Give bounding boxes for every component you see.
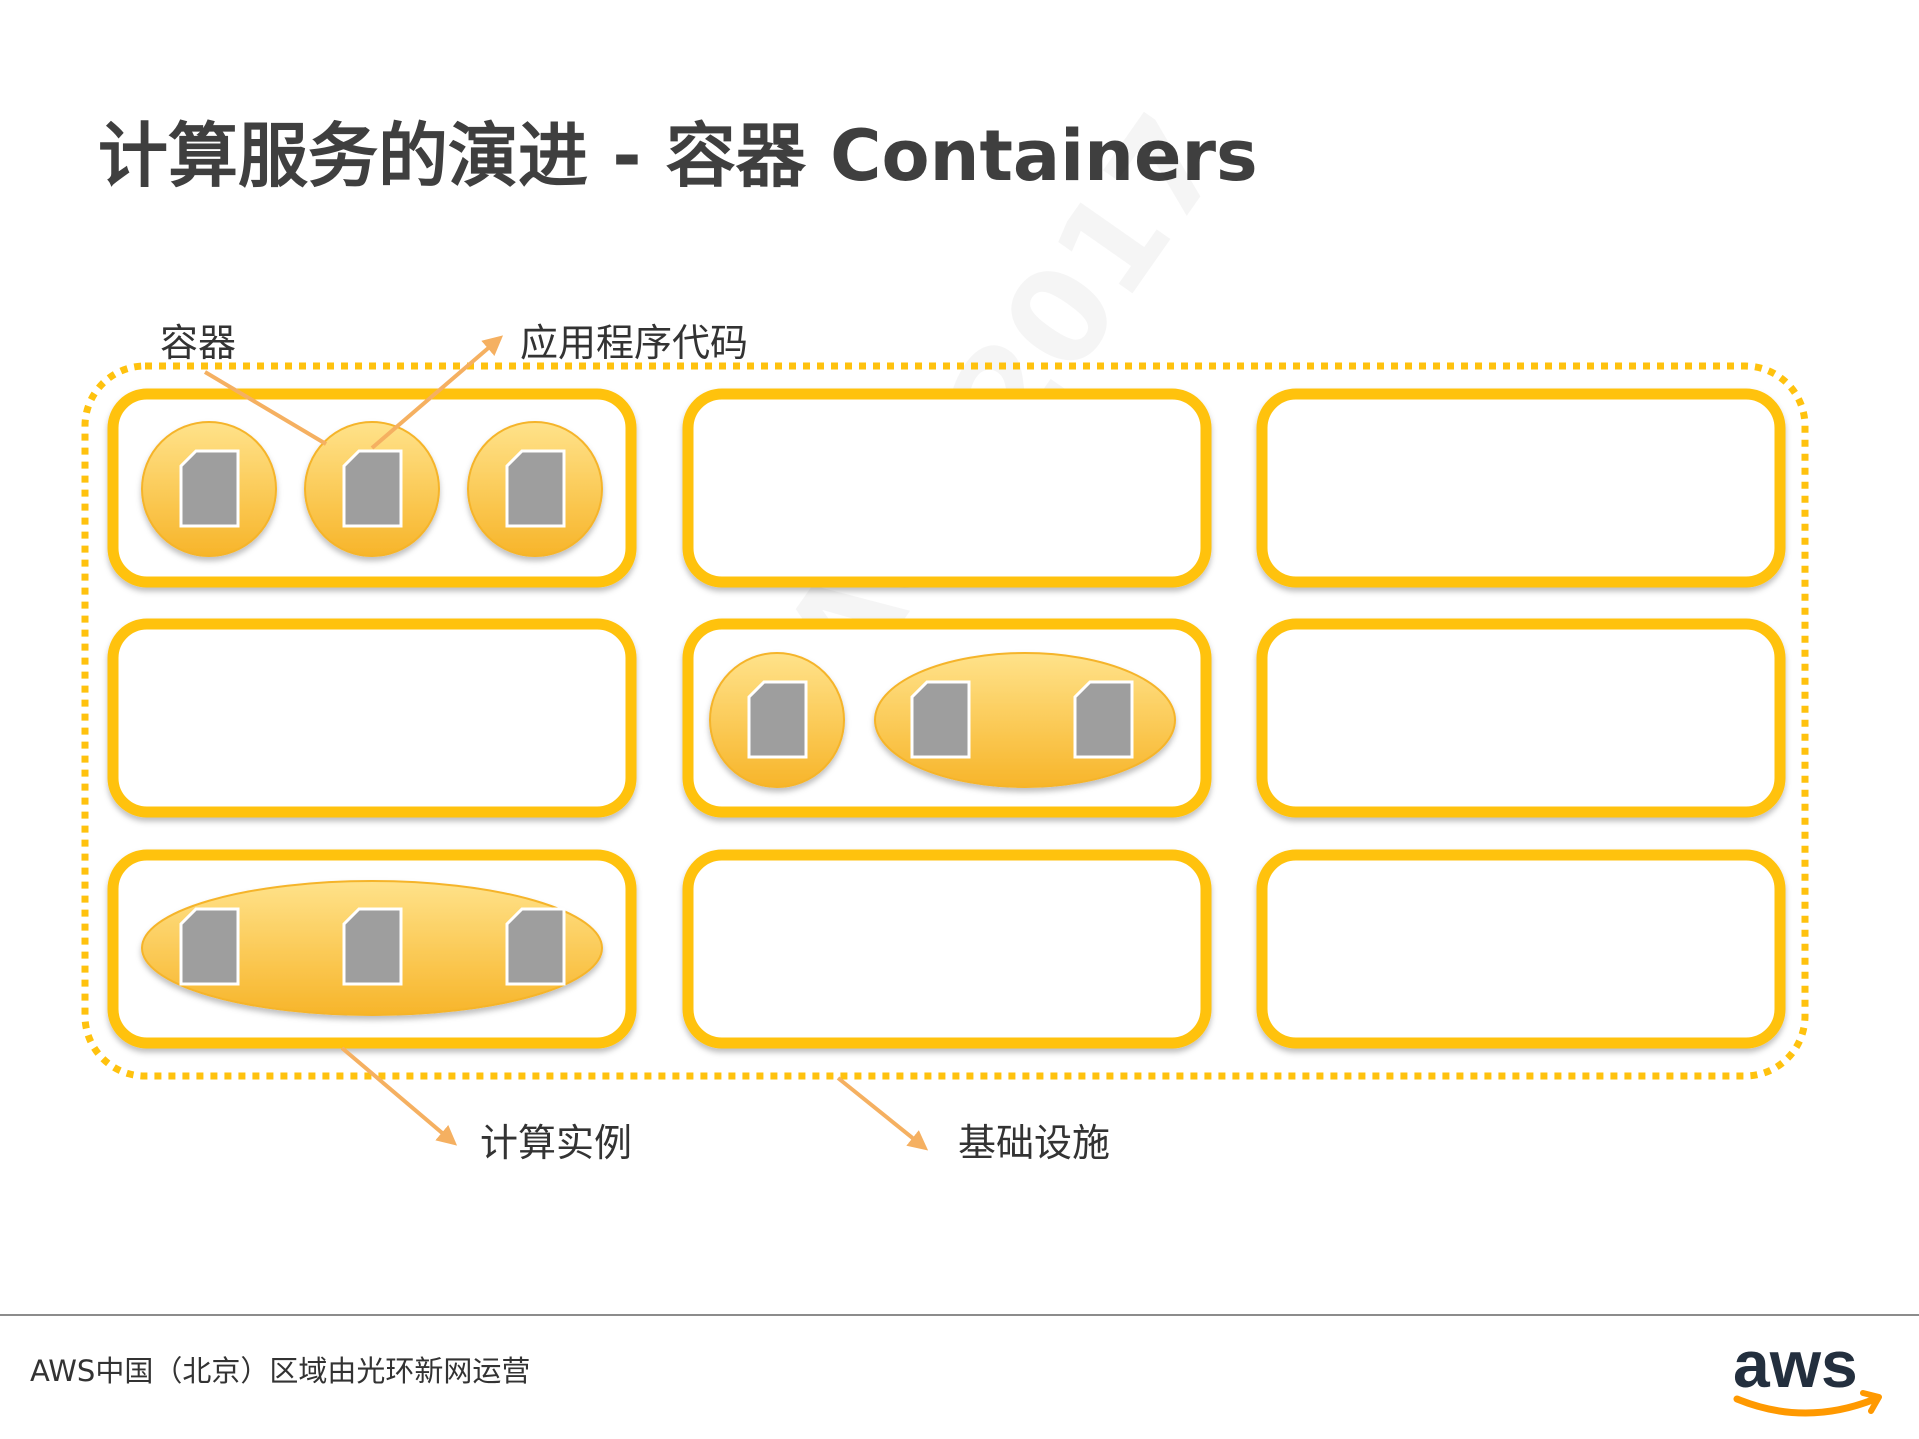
app-code-callout-arrow <box>370 335 504 450</box>
instance-box <box>682 388 1212 588</box>
label-container: 容器 <box>160 321 237 365</box>
label-app-code: 应用程序代码 <box>520 321 749 365</box>
instance-box <box>682 849 1212 1049</box>
aws-logo-icon: aws <box>1733 1327 1882 1417</box>
slide-title: 计算服务的演进 - 容器 Containers <box>98 115 1258 197</box>
container-callout-line <box>203 370 328 446</box>
instance-box <box>1256 849 1786 1049</box>
instance-box <box>1256 618 1786 818</box>
aws-logo-text: aws <box>1733 1327 1858 1401</box>
container-circle <box>467 421 603 557</box>
container-oval <box>874 652 1176 788</box>
document-icon <box>1073 680 1134 759</box>
document-icon <box>179 907 240 986</box>
document-icon <box>505 449 566 528</box>
document-icon <box>342 449 403 528</box>
label-infrastructure: 基础设施 <box>958 1121 1111 1165</box>
infrastructure-callout-arrow <box>836 1076 929 1151</box>
footer-divider <box>0 1314 1919 1316</box>
container-circle <box>141 421 277 557</box>
infrastructure-boundary <box>81 362 1809 1080</box>
footer-operator-text: AWS中国（北京）区域由光环新网运营 <box>30 1354 531 1388</box>
container-circle <box>304 421 440 557</box>
label-instance: 计算实例 <box>480 1121 633 1165</box>
document-icon <box>179 449 240 528</box>
document-icon <box>747 680 808 759</box>
container-oval <box>141 880 603 1016</box>
document-icon <box>505 907 566 986</box>
instance-box <box>107 618 637 818</box>
instance-box <box>1256 388 1786 588</box>
document-icon <box>910 680 971 759</box>
document-icon <box>342 907 403 986</box>
container-circle <box>709 652 845 788</box>
instance-callout-arrow <box>340 1046 458 1146</box>
